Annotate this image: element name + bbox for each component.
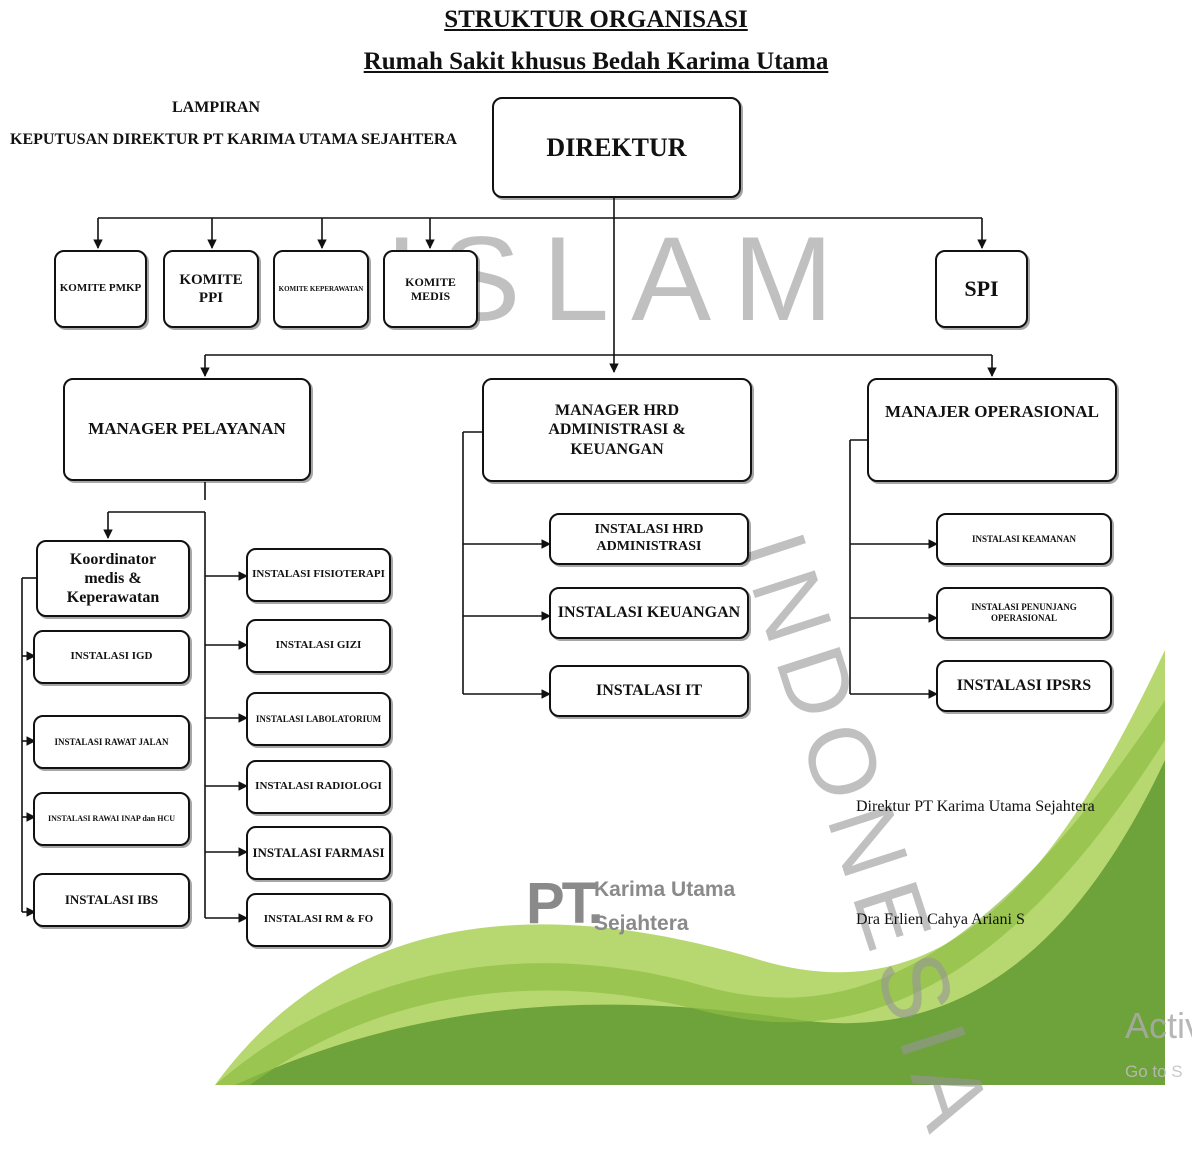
- unit-rawat-jalan: INSTALASI RAWAT JALAN: [33, 715, 190, 769]
- koordinator-box: Koordinator medis & Keperawatan: [36, 540, 190, 617]
- chart-subtitle: Rumah Sakit khusus Bedah Karima Utama: [363, 48, 829, 75]
- director-box: DIREKTUR: [492, 97, 741, 198]
- spi-box: SPI: [935, 250, 1028, 328]
- committee-keperawatan: KOMITE KEPERAWATAN: [273, 250, 369, 328]
- logo-line1: Karima Utama: [594, 878, 736, 901]
- unit-gizi: INSTALASI GIZI: [246, 619, 391, 673]
- committee-ppi: KOMITE PPI: [163, 250, 259, 328]
- manager-operasional: MANAJER OPERASIONAL: [867, 378, 1117, 482]
- company-logo: PT. Karima Utama Sejahtera: [526, 871, 735, 946]
- signature-role: Direktur PT Karima Utama Sejahtera: [856, 798, 1095, 815]
- logo-pt: PT.: [526, 871, 604, 936]
- signature-name: Dra Erlien Cahya Ariani S: [856, 911, 1025, 928]
- connector-lines: [21, 198, 997, 923]
- unit-rm-fo: INSTALASI RM & FO: [246, 893, 391, 947]
- unit-keamanan: INSTALASI KEAMANAN: [936, 513, 1112, 565]
- activate-notice: Activ: [1125, 1005, 1192, 1046]
- chart-title: STRUKTUR ORGANISASI: [444, 6, 748, 33]
- unit-farmasi: INSTALASI FARMASI: [246, 826, 391, 880]
- committee-medis: KOMITE MEDIS: [383, 250, 478, 328]
- unit-rawat-inap: INSTALASI RAWAI INAP dan HCU: [33, 792, 190, 846]
- unit-it: INSTALASI IT: [549, 665, 749, 717]
- unit-ibs: INSTALASI IBS: [33, 873, 190, 927]
- unit-fisioterapi: INSTALASI FISIOTERAPI: [246, 548, 391, 602]
- unit-hrd-administrasi: INSTALASI HRD ADMINISTRASI: [549, 513, 749, 565]
- lampiran-label: LAMPIRAN: [172, 99, 260, 116]
- unit-keuangan: INSTALASI KEUANGAN: [549, 587, 749, 639]
- green-wave-mid: [215, 700, 1165, 1085]
- unit-penunjang-operasional: INSTALASI PENUNJANG OPERASIONAL: [936, 587, 1112, 639]
- logo-line2: Sejahtera: [594, 912, 689, 935]
- unit-ipsrs: INSTALASI IPSRS: [936, 660, 1112, 712]
- keputusan-label: KEPUTUSAN DIREKTUR PT KARIMA UTAMA SEJAH…: [10, 131, 458, 148]
- goto-notice: Go to S: [1125, 1062, 1183, 1081]
- unit-radiologi: INSTALASI RADIOLOGI: [246, 760, 391, 814]
- org-chart: ISLAM INDONESIA Activ Go to S: [10, 6, 1192, 1153]
- manager-hrd: MANAGER HRD ADMINISTRASI & KEUANGAN: [482, 378, 752, 482]
- green-wave-decoration: [215, 650, 1165, 1085]
- committee-pmkp: KOMITE PMKP: [54, 250, 147, 328]
- unit-labolatorium: INSTALASI LABOLATORIUM: [246, 692, 391, 746]
- unit-igd: INSTALASI IGD: [33, 630, 190, 684]
- manager-pelayanan: MANAGER PELAYANAN: [63, 378, 311, 481]
- green-wave-dark: [235, 760, 1165, 1085]
